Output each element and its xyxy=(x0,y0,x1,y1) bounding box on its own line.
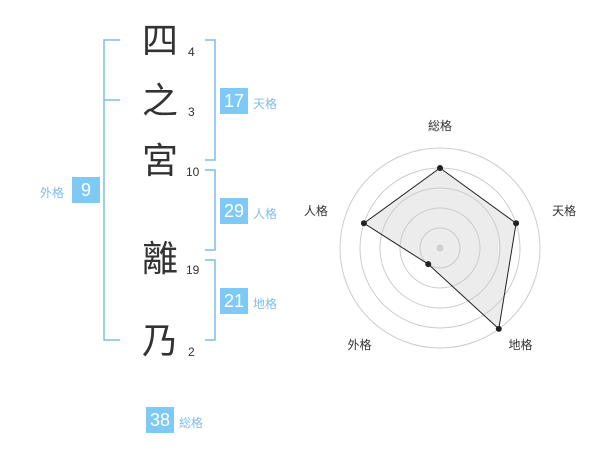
stroke-count-5: 2 xyxy=(188,345,195,359)
name-char-1: 四 xyxy=(141,21,178,62)
gaikaku-value: 9 xyxy=(72,177,100,203)
radar-point-3 xyxy=(495,325,502,332)
radar-point-1 xyxy=(437,165,443,171)
name-char-2: 之 xyxy=(141,81,178,122)
soukaku-value: 38 xyxy=(146,407,174,433)
radar-axis-label: 総格 xyxy=(428,118,452,133)
name-char-3: 宮 xyxy=(141,141,178,182)
chikaku-value: 21 xyxy=(220,288,248,314)
name-char-4: 離 xyxy=(141,239,178,280)
jinkaku-bracket xyxy=(205,169,216,251)
radar-point-4 xyxy=(425,261,432,268)
tenkaku-value: 17 xyxy=(220,88,248,114)
soukaku-label: 総格 xyxy=(179,416,204,430)
radar-center-dot xyxy=(436,244,444,252)
stroke-count-1: 4 xyxy=(188,45,195,59)
stroke-count-4: 19 xyxy=(186,263,200,277)
stroke-count-2: 3 xyxy=(188,105,195,119)
radar-axis-label: 外格 xyxy=(347,337,371,352)
jinkaku-value: 29 xyxy=(220,198,248,224)
stroke-count-3: 10 xyxy=(186,165,200,179)
radar-point-5 xyxy=(360,220,367,227)
radar-ring xyxy=(379,187,501,309)
gaikaku-label: 外格 xyxy=(40,186,65,200)
name-char-5: 乃 xyxy=(141,321,178,362)
radar-ring xyxy=(419,227,461,269)
radar-axis-label: 人格 xyxy=(304,203,328,218)
radar-axis-label: 天格 xyxy=(552,203,576,218)
tenkaku-label: 天格 xyxy=(253,97,278,111)
radar-point-2 xyxy=(513,220,520,227)
tenkaku-bracket xyxy=(205,39,216,161)
chikaku-label: 地格 xyxy=(253,297,278,311)
jinkaku-label: 人格 xyxy=(253,207,278,221)
radar-axis-label: 地格 xyxy=(509,337,533,352)
radar-ring xyxy=(399,207,481,289)
chikaku-bracket xyxy=(205,259,216,341)
gaikaku-bracket xyxy=(103,39,120,341)
